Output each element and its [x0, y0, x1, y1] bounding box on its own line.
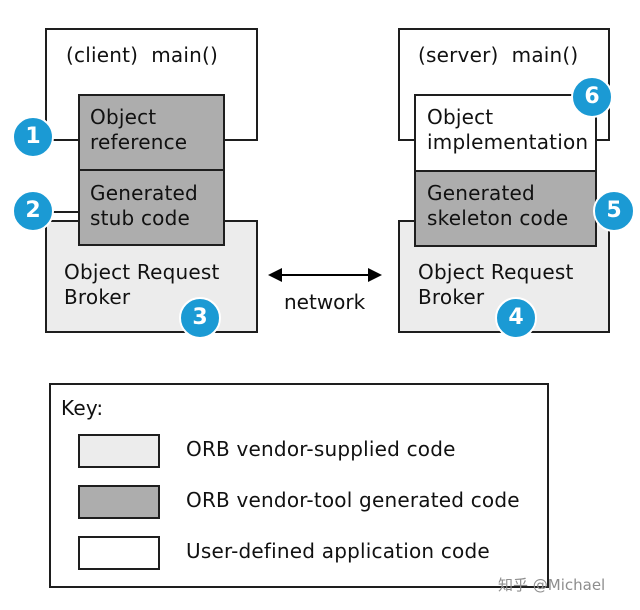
client-object-reference-label: Object reference	[90, 105, 188, 154]
key-swatch-tool-generated	[78, 485, 160, 519]
client-main-label: (client) main()	[66, 43, 219, 67]
server-main-label: (server) main()	[418, 43, 579, 67]
key-swatch-user-defined	[78, 536, 160, 570]
key-label-vendor-supplied: ORB vendor-supplied code	[186, 437, 456, 461]
client-stub-label: Generated stub code	[90, 181, 198, 230]
server-implementation-label: Object implementation	[427, 105, 589, 154]
server-skeleton-label: Generated skeleton code	[427, 181, 569, 230]
badge-5: 5	[593, 190, 635, 232]
network-arrow	[268, 268, 382, 282]
network-label: network	[284, 290, 366, 314]
server-skeleton-box	[414, 170, 597, 247]
client-orb-label: Object Request Broker	[64, 260, 220, 309]
badge-3: 3	[179, 297, 221, 339]
key-swatch-vendor-supplied	[78, 434, 160, 468]
key-label-user-defined: User-defined application code	[186, 539, 490, 563]
badge-2: 2	[12, 190, 54, 232]
client-stub-box	[78, 169, 225, 246]
key-label-tool-generated: ORB vendor-tool generated code	[186, 488, 520, 512]
key-title: Key:	[61, 396, 104, 420]
badge-4: 4	[495, 297, 537, 339]
badge-6: 6	[571, 76, 613, 118]
client-object-reference-box	[78, 94, 225, 171]
server-orb-label: Object Request Broker	[418, 260, 574, 309]
watermark: 知乎 @Michael	[498, 576, 606, 594]
badge-1: 1	[12, 116, 54, 158]
